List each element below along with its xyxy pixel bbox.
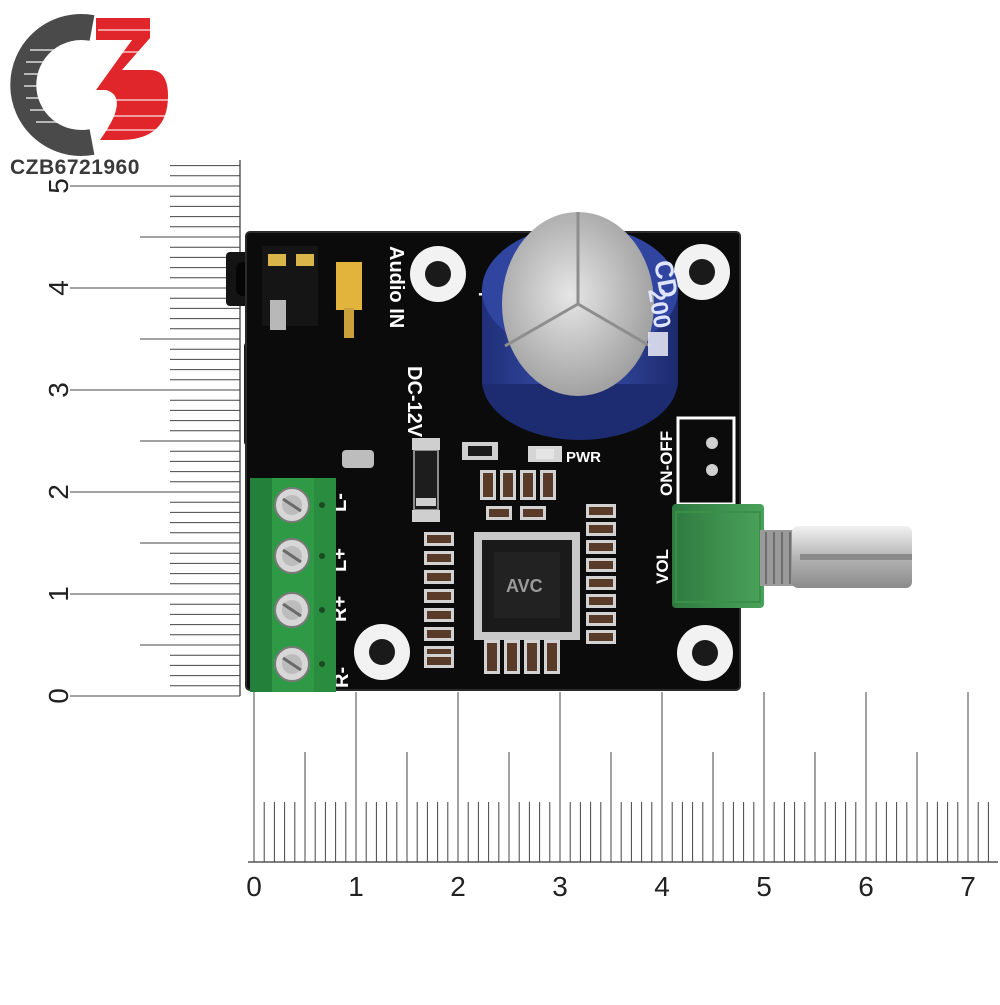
smd-component [424, 570, 454, 584]
smd-component [484, 640, 500, 674]
smd-component [504, 640, 520, 674]
terminal-screw [274, 538, 325, 574]
smd-component [424, 551, 454, 565]
diode [412, 438, 440, 522]
ruler-label: 2 [450, 871, 466, 902]
mounting-hole [674, 244, 730, 300]
mounting-hole [410, 246, 466, 302]
ruler-label: 3 [552, 871, 568, 902]
screw-terminal-block [250, 478, 336, 692]
audio-in-label: Audio IN [385, 246, 407, 328]
chip-logo: AVC [506, 576, 543, 596]
ruler-label: 6 [858, 871, 874, 902]
logo-mark-icon [10, 14, 168, 156]
smd-component [424, 608, 454, 622]
ruler-label: 4 [43, 280, 74, 296]
smd-component [586, 558, 616, 572]
mounting-hole [677, 625, 733, 681]
ruler-label: 2 [43, 484, 74, 500]
capacitor-mark-cd: CD [648, 258, 684, 300]
ruler-label: 0 [43, 688, 74, 704]
mounting-hole [354, 624, 410, 680]
smd-component [586, 504, 616, 518]
ruler-label: 5 [756, 871, 772, 902]
terminal-screw [274, 592, 325, 628]
smd-component [540, 470, 556, 500]
audio-jack-pins [262, 246, 362, 338]
smd-component [586, 522, 616, 536]
pwr-label: PWR [566, 449, 601, 466]
ruler-label: 1 [348, 871, 364, 902]
smd-component [544, 640, 560, 674]
smd-component [520, 470, 536, 500]
terminal-screw [274, 646, 325, 682]
smd-component [424, 654, 454, 668]
dc-12v-label: DC-12V [403, 366, 425, 438]
smd-component [486, 506, 512, 520]
amplifier-chip: AVC [474, 532, 580, 640]
smd-component [342, 450, 374, 468]
ruler-label: 4 [654, 871, 670, 902]
smd-component [524, 640, 540, 674]
smd-component [586, 576, 616, 590]
smd-component [424, 532, 454, 546]
smd-components [424, 470, 616, 674]
ruler-label: 5 [43, 178, 74, 194]
terminal-label-r-minus: R- [331, 667, 353, 688]
electrolytic-capacitor: CD 200 [482, 212, 684, 440]
terminal-screw [274, 487, 325, 523]
ruler-label: 3 [43, 382, 74, 398]
smd-component [500, 470, 516, 500]
volume-potentiometer [672, 504, 912, 608]
smd-component [424, 589, 454, 603]
smd-component [586, 594, 616, 608]
smd-component [586, 612, 616, 626]
ruler-label: 0 [246, 871, 262, 902]
watermark-code: CZB6721960 [10, 156, 140, 179]
vol-label: VOL [653, 549, 672, 584]
ruler-horizontal: 0 1 2 3 4 5 6 7 [246, 692, 998, 902]
smd-component [586, 630, 616, 644]
ruler-label: 1 [43, 586, 74, 602]
ruler-label: 7 [960, 871, 976, 902]
on-off-label: ON-OFF [657, 431, 676, 496]
smd-component [520, 506, 546, 520]
smd-component [480, 470, 496, 500]
ruler-vertical: 0 1 2 3 4 5 [43, 160, 241, 704]
smd-component [424, 627, 454, 641]
brand-logo: CZB6721960 [10, 14, 168, 179]
smd-component [586, 540, 616, 554]
